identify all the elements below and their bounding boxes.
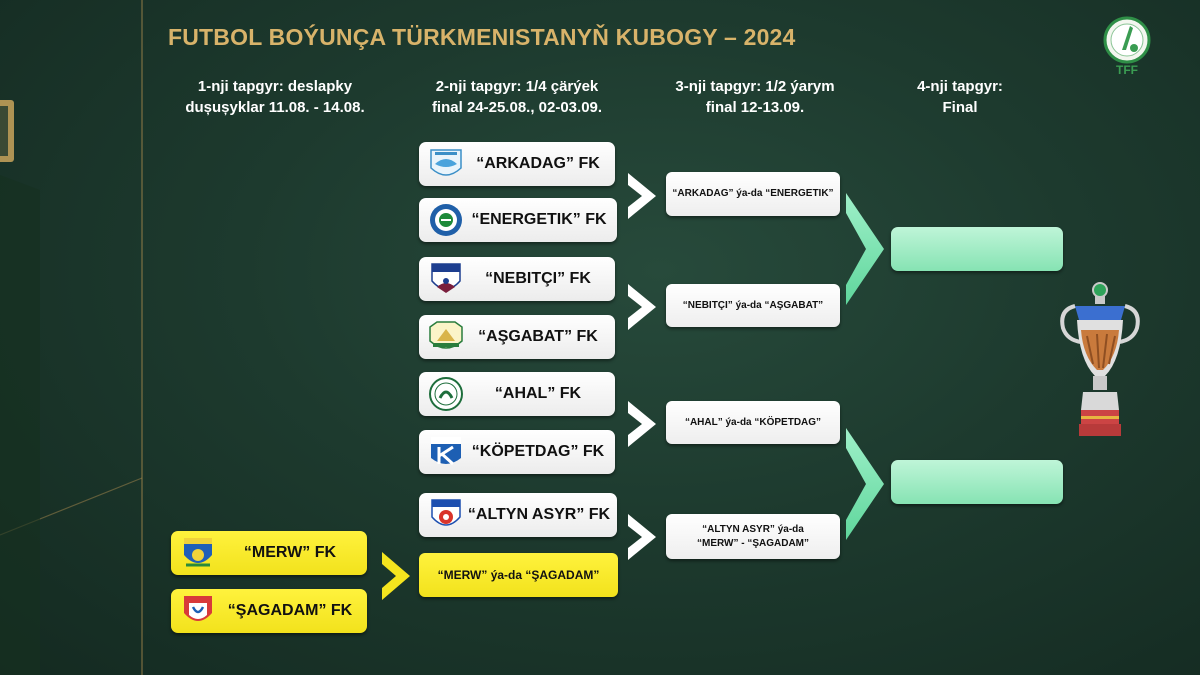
semi-match-3: “AHAL” ýa-da “KÖPETDAG” [666,401,840,444]
chevron-right-icon [846,428,884,540]
sagadam-badge-icon [184,596,212,621]
team-name: “MERW” FK [243,544,337,561]
team-sagadam: “ŞAGADAM” FK [171,589,367,633]
kopetdag-badge-icon [431,437,461,466]
chevron-right-icon [628,514,656,560]
team-asgabat: “AŞGABAT” FK [419,315,615,359]
round2-header: 2-nji tapgyr: 1/4 çärýek final 24-25.08.… [431,78,603,116]
chevron-right-icon [628,173,656,219]
tff-logo: TFF [1103,16,1151,76]
team-ahal: “AHAL” FK [419,372,615,416]
chevron-right-icon [628,401,656,447]
team-altyn-asyr: “ALTYN ASYR” FK [419,493,617,537]
team-name: “ARKADAG” FK [476,155,600,172]
arkadag-badge-icon [430,149,462,176]
team-name: “NEBITÇI” FK [485,270,591,287]
altyn-asyr-badge-icon [431,499,461,526]
merw-badge-icon [184,538,212,567]
team-nebitci: “NEBITÇI” FK [419,257,615,301]
team-name: “ENERGETIK” FK [471,211,607,228]
chevron-right-icon [846,193,884,305]
team-merw: “MERW” FK [171,531,367,575]
nebitci-badge-icon [431,263,461,293]
team-arkadag: “ARKADAG” FK [419,142,615,186]
team-kopetdag: “KÖPETDAG” FK [419,430,615,474]
energetik-badge-icon [430,204,462,236]
team-name: “KÖPETDAG” FK [471,443,605,460]
ahal-badge-icon [429,377,463,411]
team-name: “AŞGABAT” FK [478,328,598,345]
svg-text:TFF: TFF [1116,63,1138,76]
trophy-icon [1060,282,1140,436]
chevron-right-icon [628,284,656,330]
team-name: “AHAL” FK [494,385,582,402]
team-name: “ALTYN ASYR” FK [467,506,611,523]
asgabat-badge-icon [429,321,463,349]
semi-match-2: “NEBITÇI” ýa-da “AŞGABAT” [666,284,840,327]
team-energetik: “ENERGETIK” FK [419,198,617,242]
semi-match-4: “ALTYN ASYR” ýa-da “MERW” - “ŞAGADAM” [666,514,840,559]
round1-header: 1-nji tapgyr: deslapky dușușyklar 11.08.… [185,78,365,116]
round4-header: 4-nji tapgyr: Final [917,78,1003,116]
round3-header: 3-nji tapgyr: 1/2 ýarym final 12-13.09. [675,78,835,116]
final-slot-bottom [891,460,1063,504]
team-name: “ŞAGADAM” FK [227,602,353,619]
chevron-right-icon [382,552,410,600]
final-slot-top [891,227,1063,271]
page-title: FUTBOL BOÝUNÇA TÜRKMENISTANYŇ KUBOGY – 2… [168,24,796,50]
semi-match-1: “ARKADAG” ýa-da “ENERGETIK” [666,172,840,216]
preliminary-match-merw-sagadam: “MERW” ýa-da “ŞAGADAM” [419,553,618,597]
